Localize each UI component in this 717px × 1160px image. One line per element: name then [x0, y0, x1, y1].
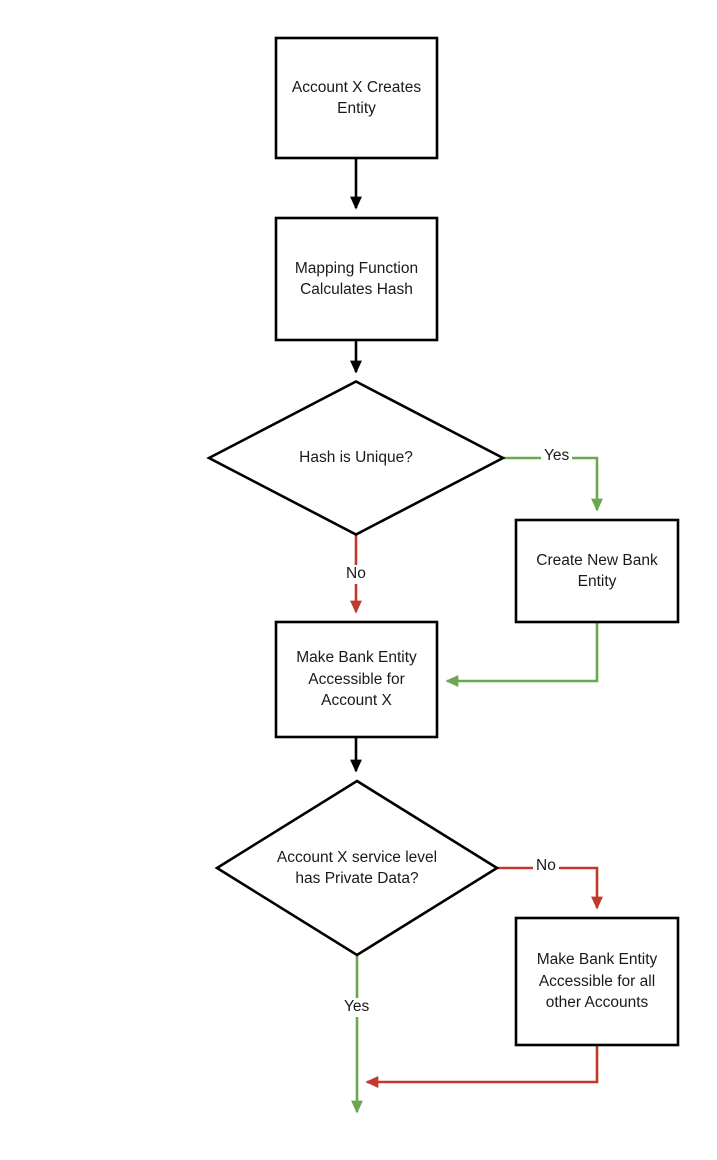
edge-label-label-yes-private-data: Yes	[341, 998, 373, 1017]
node-make-bank-entity-accessible-all-other-accounts[interactable]	[514, 916, 680, 1047]
edge-edge-create-to-accessible-account-x	[445, 622, 599, 687]
nodes-layer	[206, 36, 680, 1047]
node-mapping-function-calculates-hash[interactable]	[274, 216, 439, 342]
node-account-x-service-level-private-data[interactable]	[214, 779, 500, 957]
node-hit-create-new-bank-entity[interactable]	[516, 520, 678, 622]
node-create-new-bank-entity[interactable]	[514, 518, 680, 624]
node-hit-mapping-function-calculates-hash[interactable]	[276, 218, 437, 340]
node-hit-make-bank-entity-accessible-all-other-accounts[interactable]	[516, 918, 678, 1045]
node-hit-make-bank-entity-accessible-account-x[interactable]	[276, 622, 437, 737]
edge-edge-all-other-accounts-to-exit	[365, 1045, 599, 1088]
edge-label-label-no-private-data: No	[533, 857, 559, 876]
node-hit-account-x-creates-entity[interactable]	[276, 38, 437, 158]
node-make-bank-entity-accessible-account-x[interactable]	[274, 620, 439, 739]
node-hash-is-unique[interactable]	[206, 380, 506, 536]
node-hit-account-x-service-level-private-data[interactable]	[217, 781, 497, 955]
node-account-x-creates-entity[interactable]	[274, 36, 439, 160]
node-hit-hash-is-unique[interactable]	[209, 382, 503, 535]
edge-label-label-no-hash-unique: No	[343, 565, 369, 584]
edges-layer	[350, 158, 603, 1114]
edge-edge-hash-unique-yes	[503, 456, 603, 512]
edge-edge-private-data-no	[497, 866, 603, 910]
edge-label-label-yes-hash-unique: Yes	[541, 447, 573, 466]
